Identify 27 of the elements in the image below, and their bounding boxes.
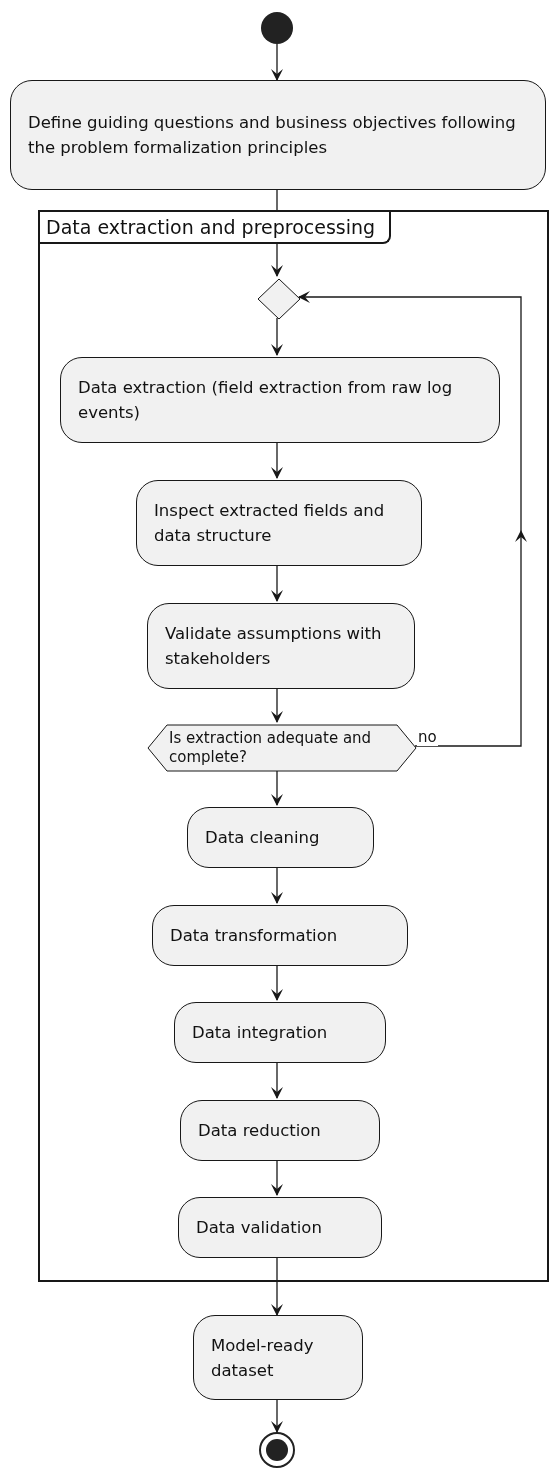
activity-box — [136, 480, 422, 566]
activity-text: Data reduction — [198, 1120, 322, 1142]
activity-text: Data cleaning — [205, 827, 321, 849]
activity-box — [60, 357, 500, 443]
activity-box — [187, 807, 374, 868]
activity-box — [193, 1315, 363, 1400]
activity-box — [180, 1100, 380, 1161]
end-circle — [259, 1432, 295, 1468]
activity-text: Data validation — [196, 1217, 323, 1239]
activity-text: Validate assumptions with stakeholders — [165, 623, 383, 670]
activity-box — [174, 1002, 386, 1063]
activity-box — [147, 603, 415, 689]
group-frame — [38, 210, 549, 1282]
activity-text: Data extraction (field extraction from raw log events) — [78, 377, 454, 424]
activity-text: Data integration — [192, 1022, 329, 1044]
activity-box — [10, 80, 546, 190]
decision-hexagon — [147, 724, 417, 772]
frame-title: Data extraction and preprocessing — [40, 212, 392, 244]
activity-box — [152, 905, 408, 966]
activity-text: Model-ready dataset — [211, 1334, 315, 1382]
activity-text: Inspect extracted fields and data structure — [154, 500, 386, 547]
activity-box — [178, 1197, 382, 1258]
activity-text: Data transformation — [170, 925, 339, 947]
decision-text: Is extraction adequate and complete? — [168, 729, 373, 767]
start-circle — [261, 12, 293, 44]
merge-diamond — [257, 278, 301, 320]
activity-text: Define guiding questions and business objectives following the problem formalization principles — [28, 112, 517, 159]
